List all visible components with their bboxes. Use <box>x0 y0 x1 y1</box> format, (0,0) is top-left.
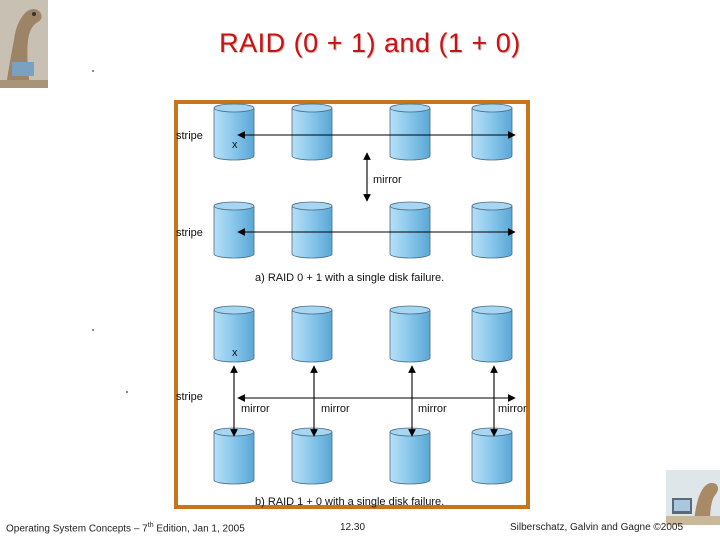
decorative-dot <box>92 329 94 331</box>
footer-book-title-text: Operating System Concepts – 7 <box>6 523 148 535</box>
disk-icon <box>471 305 513 363</box>
mirror-label: mirror <box>373 174 402 186</box>
decorative-dot <box>126 391 128 393</box>
mirror-label: mirror <box>321 403 350 415</box>
disk-icon <box>471 427 513 485</box>
dinosaur-laptop-logo-icon <box>666 470 720 525</box>
disk-icon <box>389 305 431 363</box>
stripe-label: stripe <box>176 227 203 239</box>
disk-icon <box>213 427 255 485</box>
stripe-label: stripe <box>176 391 203 403</box>
footer-book-title: Operating System Concepts – 7th Edition,… <box>6 522 245 534</box>
disk-icon <box>291 427 333 485</box>
mirror-label: mirror <box>498 403 527 415</box>
disk-icon <box>291 201 333 259</box>
raid10-disks <box>213 305 513 485</box>
failure-mark: x <box>232 139 238 151</box>
footer-superscript: th <box>147 522 154 529</box>
disk-icon <box>389 201 431 259</box>
mirror-label: mirror <box>418 403 447 415</box>
disk-icon <box>213 103 255 161</box>
slide-title: RAID (0 + 1) and (1 + 0) <box>219 28 521 58</box>
dinosaur-logo-icon <box>0 0 48 88</box>
disk-icon <box>291 305 333 363</box>
diagram-frame <box>174 100 530 509</box>
footer-page-number: 12.30 <box>340 522 366 533</box>
disk-icon <box>389 103 431 161</box>
disk-icon <box>213 305 255 363</box>
decorative-dot <box>92 70 94 72</box>
disk-icon <box>389 427 431 485</box>
caption-a: a) RAID 0 + 1 with a single disk failure… <box>255 272 444 284</box>
mirror-label: mirror <box>241 403 270 415</box>
disk-icon <box>471 103 513 161</box>
stripe-label: stripe <box>176 130 203 142</box>
disk-icon <box>291 103 333 161</box>
disk-icon <box>471 201 513 259</box>
footer-edition-text: Edition, Jan 1, 2005 <box>153 523 245 535</box>
failure-mark: x <box>232 347 238 359</box>
footer-authors: Silberschatz, Galvin and Gagne ©2005 <box>510 522 684 533</box>
disk-icon <box>213 201 255 259</box>
caption-b: b) RAID 1 + 0 with a single disk failure… <box>255 496 444 508</box>
